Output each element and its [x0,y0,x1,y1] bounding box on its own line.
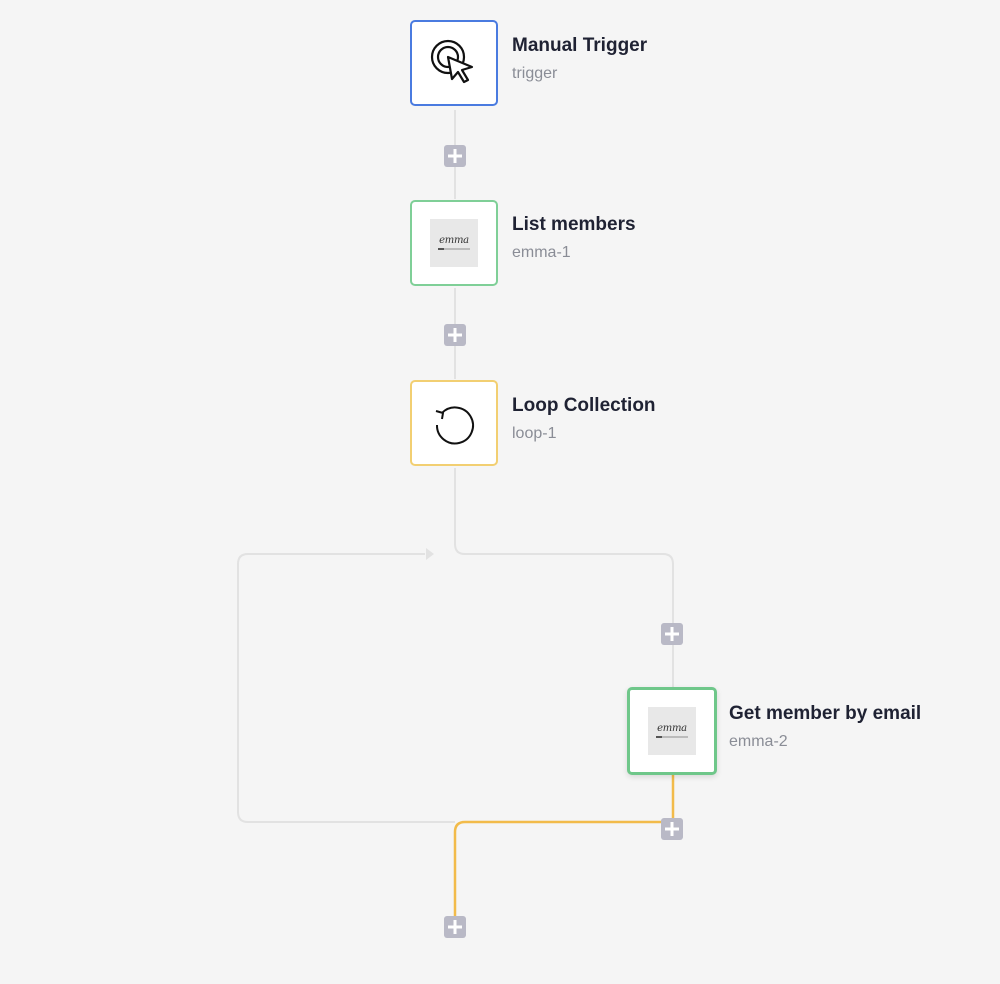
add-step-button[interactable] [444,916,466,938]
connector-active-path [453,775,675,916]
node-get-member-by-email-label: Get member by email emma-2 [729,702,921,752]
node-subtitle: trigger [512,65,558,82]
node-title: List members [512,214,636,235]
node-loop-collection-label: Loop Collection loop-1 [512,394,656,444]
node-subtitle: emma-1 [512,244,571,261]
node-subtitle: loop-1 [512,425,557,442]
add-step-button[interactable] [661,623,683,645]
node-get-member-by-email[interactable]: emma [627,687,717,775]
node-subtitle: emma-2 [729,733,788,750]
emma-logo-icon: emma [430,219,478,267]
cursor-click-icon [430,39,474,84]
node-list-members[interactable]: emma [410,200,498,286]
node-title: Manual Trigger [512,35,648,56]
node-manual-trigger-label: Manual Trigger trigger [512,34,647,84]
node-title: Get member by email [729,703,922,724]
connector-loop-back [237,553,455,823]
emma-logo-tagline [656,736,688,738]
loop-back-arrowhead [426,548,434,560]
add-step-button[interactable] [444,145,466,167]
emma-logo-tagline [438,248,470,250]
emma-logo-text: emma [439,235,469,246]
node-loop-collection[interactable] [410,380,498,466]
node-manual-trigger[interactable] [410,20,498,106]
emma-logo-text: emma [657,723,687,734]
emma-logo-icon: emma [648,707,696,755]
connector-loop-to-branch [454,468,674,687]
node-list-members-label: List members emma-1 [512,213,636,263]
loop-icon [435,406,474,445]
node-title: Loop Collection [512,395,656,416]
add-step-button[interactable] [661,818,683,840]
add-step-button[interactable] [444,324,466,346]
